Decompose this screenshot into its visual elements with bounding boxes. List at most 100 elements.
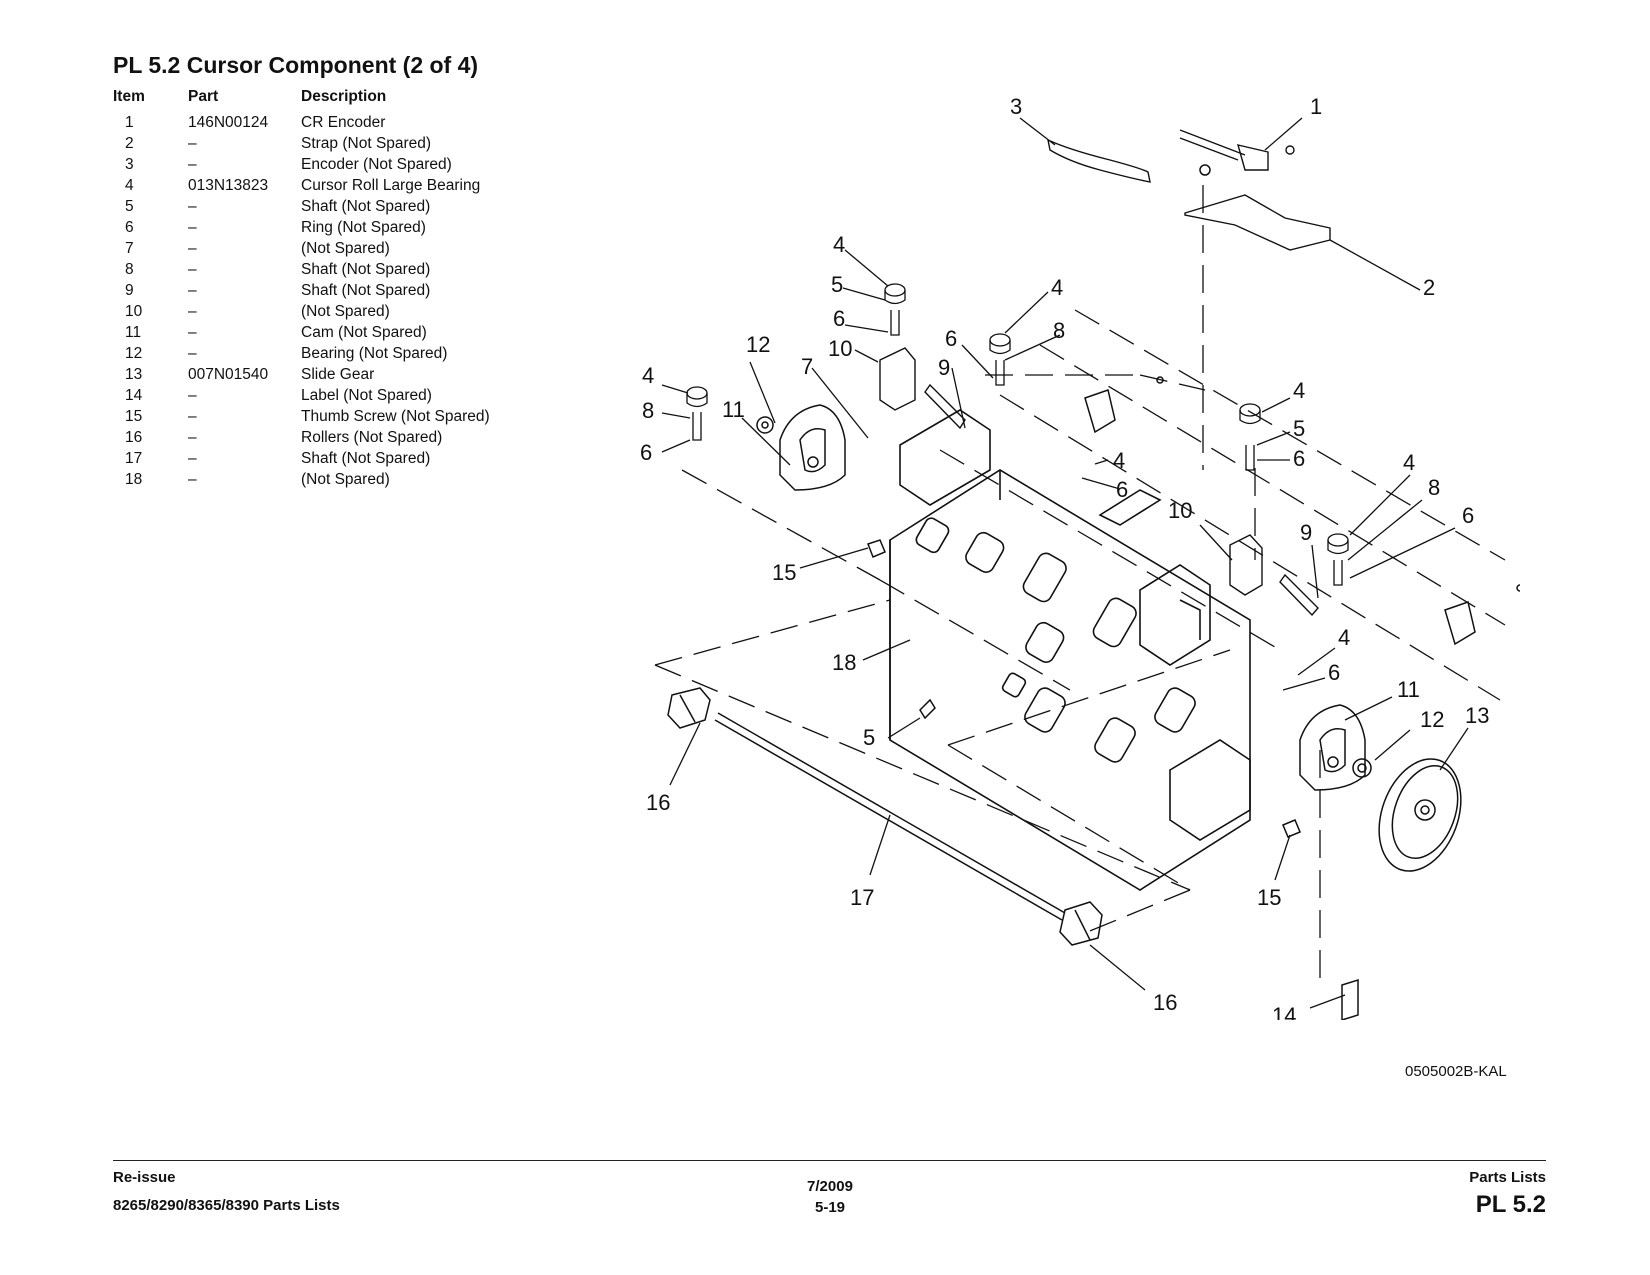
cell-part: – <box>188 344 197 362</box>
shaft-5-part <box>919 698 936 720</box>
cell-description: Slide Gear <box>301 365 375 383</box>
callout-label: 6 <box>1293 446 1305 471</box>
cell-item: 11 <box>125 323 142 341</box>
cell-description: Strap (Not Spared) <box>301 134 432 152</box>
cell-part: – <box>188 470 197 488</box>
table-row: 14 – Label (Not Spared) <box>113 385 521 406</box>
callout-label: 6 <box>1328 660 1340 685</box>
callout-label: 4 <box>1338 625 1350 650</box>
callout-label: 6 <box>945 326 957 351</box>
column-header-item: Item <box>113 88 145 105</box>
footer-parts-list-id: PL 5.2 <box>1475 1191 1546 1218</box>
cell-description: Ring (Not Spared) <box>301 218 426 236</box>
callout-label: 6 <box>640 440 652 465</box>
figure-id: 0505002B-KAL <box>1405 1063 1507 1080</box>
callout-labels: 1 2 3 4 5 6 4 8 6 12 10 7 9 4 8 6 11 15 … <box>640 94 1489 1020</box>
callout-label: 18 <box>832 650 856 675</box>
cell-item: 8 <box>125 260 134 278</box>
cell-item: 2 <box>125 134 134 152</box>
callout-label: 11 <box>1397 677 1420 702</box>
callout-label: 8 <box>1053 318 1065 343</box>
callout-label: 4 <box>1293 378 1305 403</box>
table-row: 18–(Not Spared) <box>113 469 521 490</box>
cr-encoder-part <box>1179 129 1295 171</box>
cell-part: – <box>188 302 197 320</box>
footer-rule <box>113 1160 1546 1161</box>
parts-table-header: Item Part Description <box>113 88 521 112</box>
cell-description: Shaft (Not Spared) <box>301 281 431 299</box>
cell-part: – <box>188 407 197 425</box>
column-header-description: Description <box>301 88 387 105</box>
callout-label: 6 <box>1462 503 1474 528</box>
cell-item: 17 <box>125 449 143 467</box>
table-row: 8–Shaft (Not Spared) <box>113 259 521 280</box>
cell-description: Shaft (Not Spared) <box>301 197 431 215</box>
callout-label: 12 <box>746 332 770 357</box>
callout-label: 11 <box>722 397 745 422</box>
cell-item: 5 <box>125 197 134 215</box>
bearing-stack-left <box>686 386 708 441</box>
bracket-right <box>1229 534 1319 617</box>
block-pad-left <box>1084 389 1116 434</box>
cell-item: 13 <box>125 365 143 383</box>
callout-label: 7 <box>801 354 813 379</box>
chassis-frame <box>889 409 1251 891</box>
column-header-part: Part <box>188 88 219 105</box>
slide-gear-part <box>1378 758 1462 872</box>
callout-label: 17 <box>850 885 874 910</box>
footer-models: 8265/8290/8365/8390 Parts Lists <box>113 1197 340 1214</box>
cell-description: Shaft (Not Spared) <box>301 260 431 278</box>
cell-item: 15 <box>125 407 143 425</box>
bearing-stack-right <box>1239 403 1349 586</box>
cam-left-part <box>779 404 846 491</box>
callout-label: 4 <box>642 363 654 388</box>
cell-part: – <box>188 386 197 404</box>
cell-item: 3 <box>125 155 134 173</box>
cell-part: – <box>188 281 197 299</box>
encoder-strip-part <box>1047 138 1151 183</box>
label-part <box>1341 978 1359 1020</box>
callout-label: 5 <box>1293 416 1305 441</box>
cell-item: 9 <box>125 281 134 299</box>
cell-description: Label (Not Spared) <box>301 386 432 404</box>
thumb-screw-left <box>867 539 886 558</box>
table-row: 5–Shaft (Not Spared) <box>113 196 521 217</box>
callout-label: 13 <box>1465 703 1489 728</box>
cell-description: (Not Spared) <box>301 470 390 488</box>
table-row: 12–Bearing (Not Spared) <box>113 343 521 364</box>
callout-label: 16 <box>646 790 670 815</box>
callout-label: 10 <box>1168 498 1192 523</box>
footer-section: Parts Lists <box>1469 1169 1546 1186</box>
callout-label: 8 <box>642 398 654 423</box>
page-title: PL 5.2 Cursor Component (2 of 4) <box>113 52 479 78</box>
callout-label: 5 <box>831 272 843 297</box>
cell-item: 14 <box>125 386 143 404</box>
cell-item: 4 <box>125 176 134 194</box>
callout-label: 9 <box>1300 520 1312 545</box>
block-pad-right <box>1444 601 1476 646</box>
callout-label: 15 <box>772 560 796 585</box>
dashed-guide-lines <box>654 185 1506 980</box>
cell-description: Cursor Roll Large Bearing <box>301 176 481 194</box>
table-row: 7–(Not Spared) <box>113 238 521 259</box>
callout-label: 4 <box>833 232 845 257</box>
cell-part: – <box>188 134 197 152</box>
callout-label: 4 <box>1051 275 1063 300</box>
cell-item: 16 <box>125 428 143 446</box>
callout-label: 15 <box>1257 885 1281 910</box>
footer-page-number: 5-19 <box>814 1199 846 1216</box>
callout-label: 16 <box>1153 990 1177 1015</box>
cell-part: – <box>188 218 197 236</box>
callout-label: 4 <box>1403 450 1415 475</box>
callout-label: 9 <box>938 355 950 380</box>
cell-item: 7 <box>125 239 134 257</box>
table-row: 17–Shaft (Not Spared) <box>113 448 521 469</box>
roller-left-part <box>667 687 711 729</box>
callout-label: 6 <box>1116 477 1128 502</box>
cell-description: Cam (Not Spared) <box>301 323 427 341</box>
footer-date: 7/2009 <box>807 1178 853 1195</box>
callout-label: 3 <box>1010 94 1022 119</box>
table-row: 3–Encoder (Not Spared) <box>113 154 521 175</box>
